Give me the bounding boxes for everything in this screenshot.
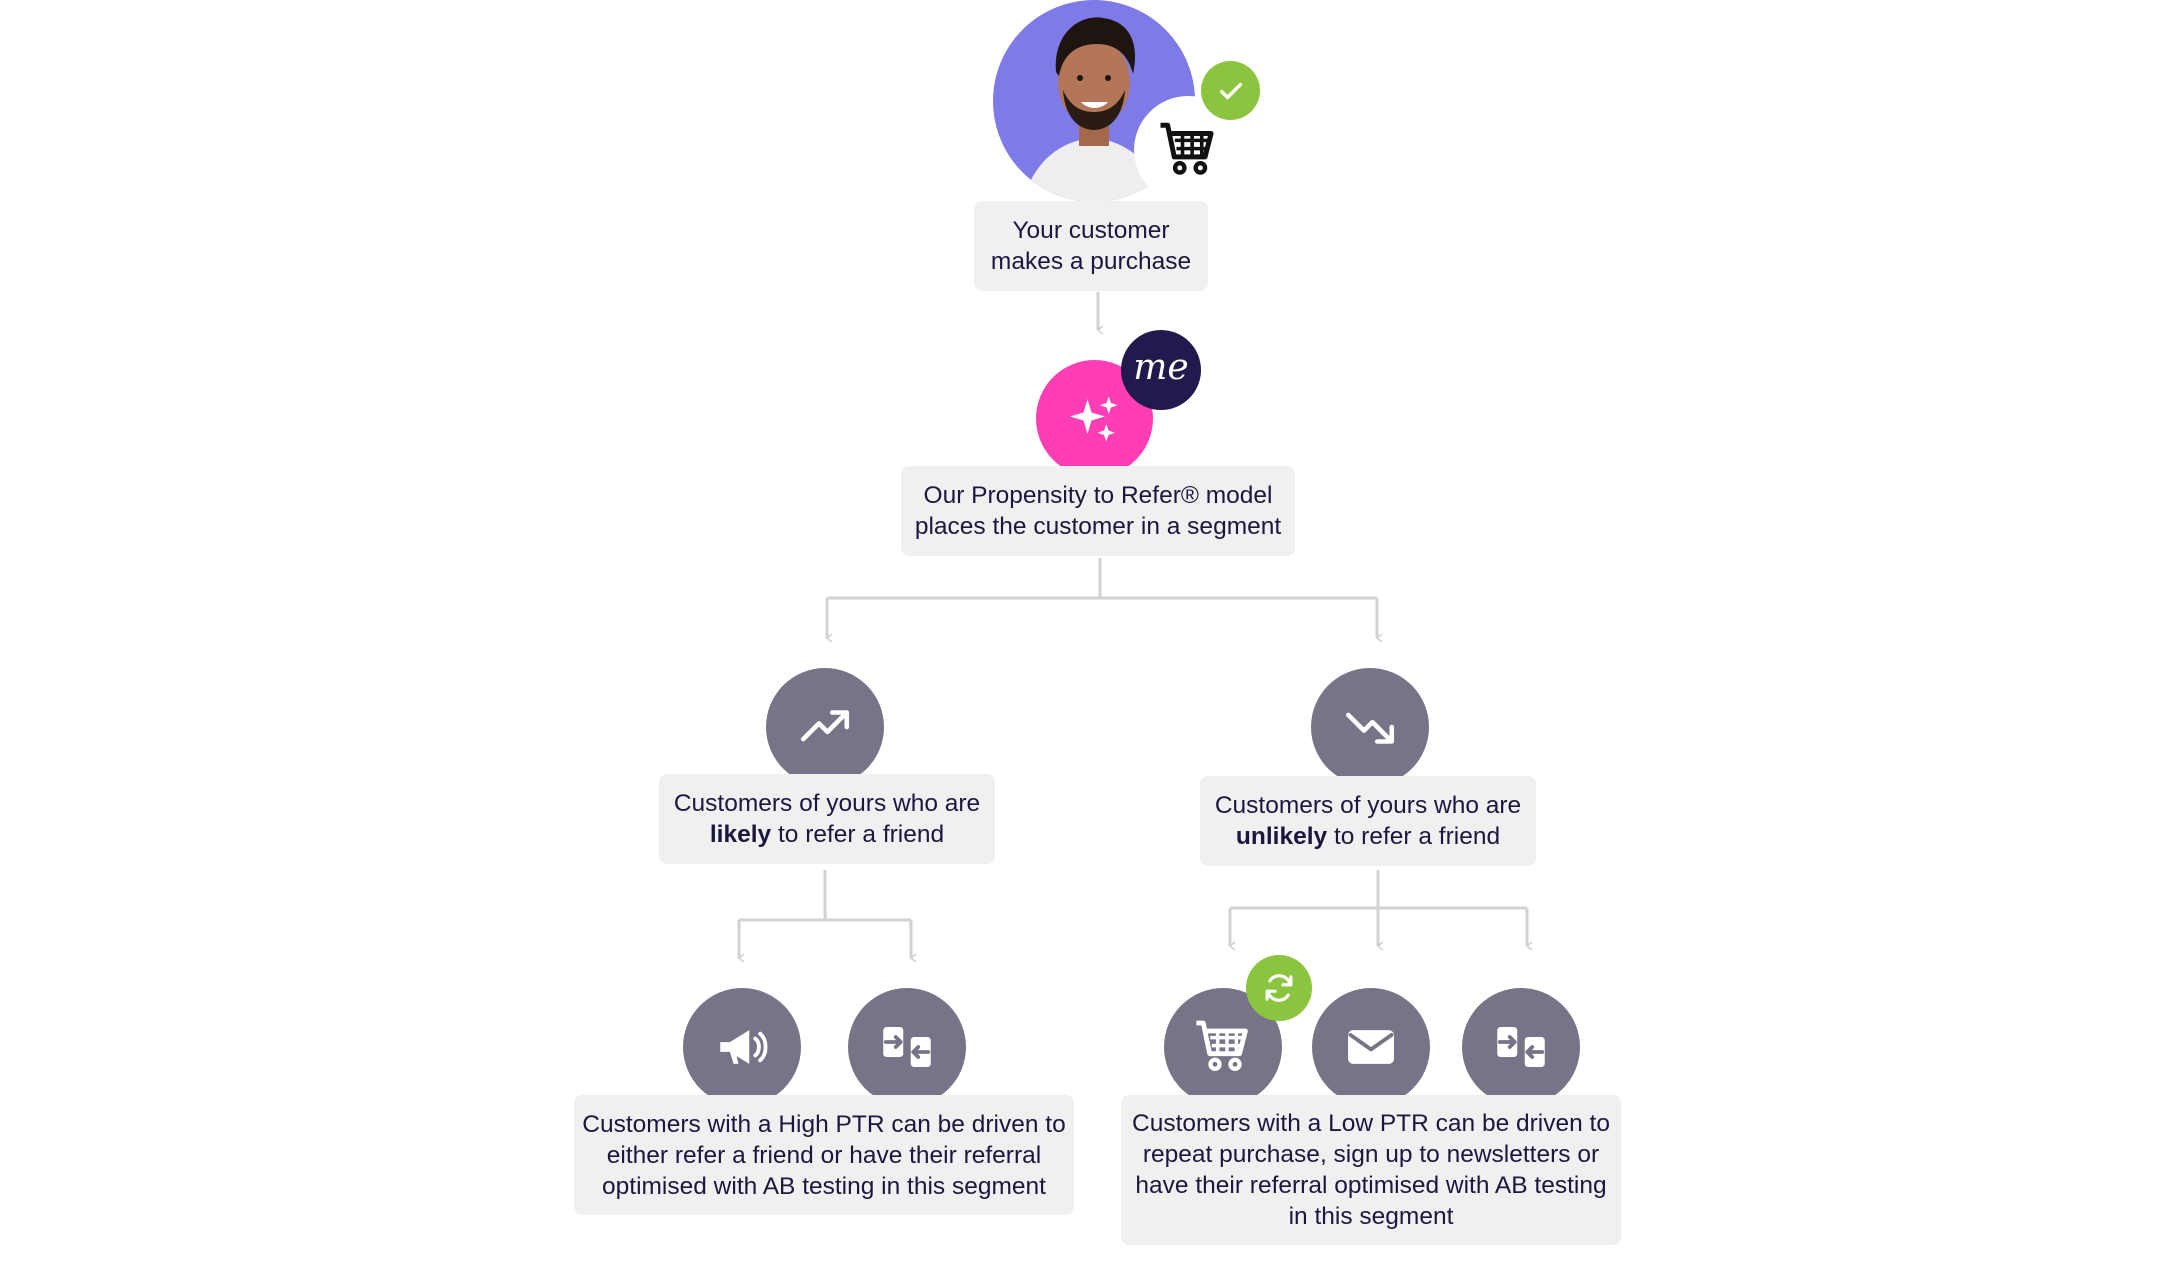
low-ptr-box: Customers with a Low PTR can be driven t… [1121, 1095, 1621, 1245]
megaphone-icon [683, 988, 801, 1106]
unlikely-line2: unlikely to refer a friend [1236, 821, 1500, 852]
unlikely-segment-box: Customers of yours who are unlikely to r… [1200, 776, 1536, 866]
mail-icon [1312, 988, 1430, 1106]
cart-icon [1160, 122, 1214, 175]
me-logo-text: me [1133, 347, 1189, 388]
check-icon [1201, 61, 1260, 120]
low-ptr-line3: have their referral optimised with AB te… [1135, 1172, 1607, 1199]
customer-line2: makes a purchase [990, 248, 1192, 275]
cart-badge [1134, 96, 1242, 204]
model-line2: places the customer in a segment [914, 513, 1282, 540]
high-ptr-line2: either refer a friend or have their refe… [606, 1141, 1042, 1169]
connector-model-split [827, 558, 1377, 600]
me-logo: me [1121, 330, 1201, 410]
high-ptr-box: Customers with a High PTR can be driven … [574, 1095, 1074, 1215]
unlikely-rest: to refer a friend [1327, 823, 1501, 850]
ab-test-icon [1497, 1027, 1545, 1067]
customer-purchase-box: Your customer makes a purchase [974, 201, 1208, 291]
likely-segment-box: Customers of yours who are likely to ref… [659, 774, 995, 864]
connector-likely-split [739, 870, 911, 922]
low-ptr-line4: in this segment [1288, 1203, 1454, 1230]
model-line1: Our Propensity to Refer® model [923, 482, 1273, 509]
customer-line1: Your customer [1012, 217, 1170, 244]
low-ptr-line2: repeat purchase, sign up to newsletters … [1142, 1141, 1600, 1168]
customer-photo [993, 0, 1195, 202]
unlikely-bold: unlikely [1235, 823, 1328, 850]
connector-unlikely-split [1230, 870, 1527, 910]
ab-test-icon-low [1462, 988, 1580, 1106]
ab-test-icon [848, 988, 966, 1106]
high-ptr-line3: optimised with AB testing in this segmen… [602, 1172, 1046, 1200]
trending-down-icon [1311, 668, 1429, 786]
refresh-icon [1246, 955, 1312, 1021]
high-ptr-line1: Customers with a High PTR can be driven … [582, 1110, 1066, 1138]
cart-icon [1196, 1020, 1248, 1071]
likely-rest: to refer a friend [771, 821, 945, 848]
low-ptr-line1: Customers with a Low PTR can be driven t… [1132, 1110, 1610, 1137]
likely-bold: likely [709, 821, 772, 848]
likely-line2: likely to refer a friend [710, 819, 944, 850]
model-box: Our Propensity to Refer® model places th… [901, 466, 1295, 556]
unlikely-line1: Customers of yours who are [1214, 792, 1522, 819]
likely-line1: Customers of yours who are [673, 790, 981, 817]
trending-up-icon [766, 668, 884, 786]
